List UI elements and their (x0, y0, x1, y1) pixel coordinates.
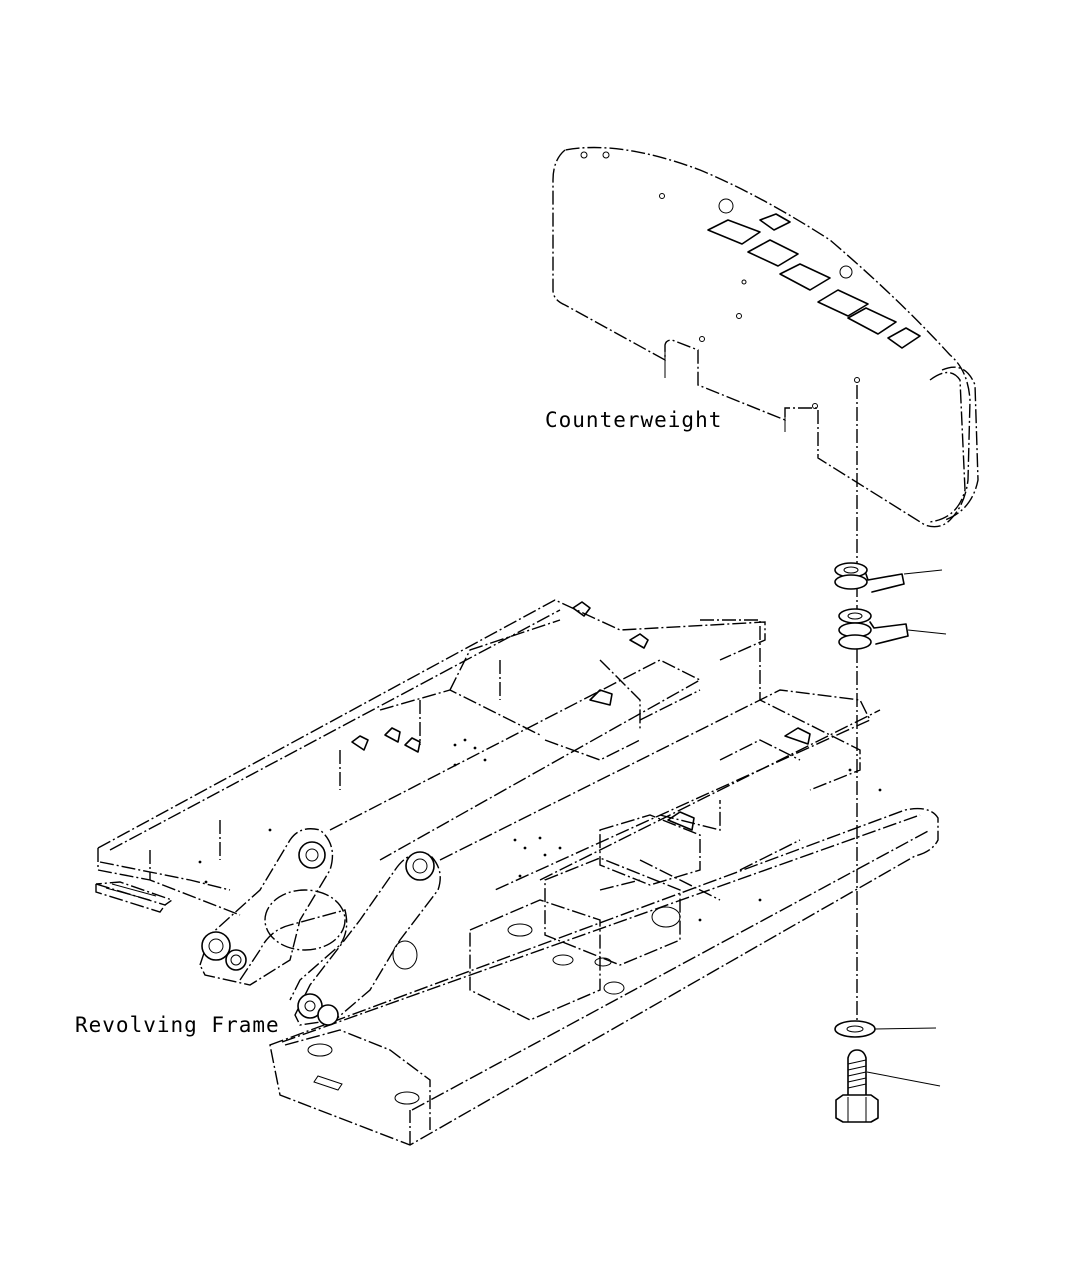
counterweight-pads (707, 213, 921, 349)
lower-washer-set (838, 608, 947, 650)
frame-hole-dots (198, 738, 882, 922)
revolving-frame-label: Revolving Frame (75, 1013, 280, 1037)
counterweight-label: Counterweight (545, 408, 722, 432)
bolt (835, 1049, 941, 1123)
revolving-frame (95, 599, 939, 1146)
counterweight (552, 146, 979, 528)
upper-washer-set (834, 562, 943, 593)
plain-washer (834, 1020, 937, 1038)
